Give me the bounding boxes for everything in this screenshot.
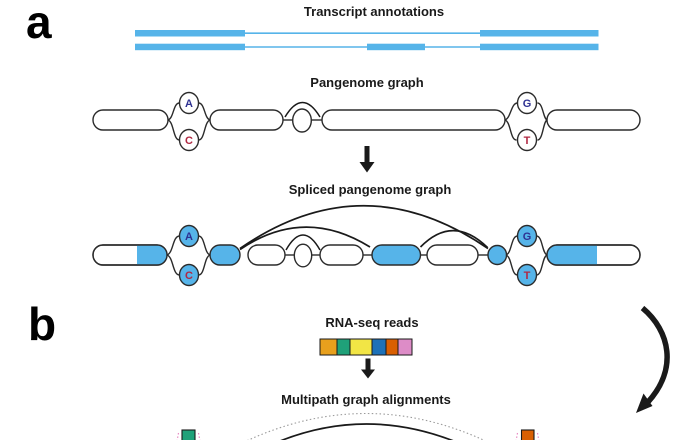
spliced-snp2-edge-top-right (536, 235, 548, 256)
spliced-node-8-outline (546, 244, 641, 266)
splice-arc-right (419, 229, 489, 249)
curved-arrow-head (636, 393, 653, 413)
snp2-edge-bottom-right (537, 119, 548, 141)
transcript-1-exon-2 (480, 30, 599, 37)
read-segment-green (336, 338, 351, 356)
spliced-node-5-exon (371, 244, 422, 266)
snp2-edge-bottom-left (504, 119, 517, 141)
snp1-edge-top-left (167, 102, 180, 121)
deletion-arc (284, 101, 321, 118)
spliced-snp1-edge-top-right (198, 235, 211, 256)
pangenome-graph: A C G T (92, 91, 641, 152)
snp2-edge-top-left (504, 102, 518, 121)
spliced-pangenome-graph-title: Spliced pangenome graph (289, 182, 452, 197)
read-segment-orange (319, 338, 338, 356)
transcript-1-exon-1 (135, 30, 245, 37)
spliced-snp2-allele-t-bubble (516, 263, 538, 287)
snp1-allele-a-label: A (185, 98, 193, 110)
spliced-snp2-allele-g-bubble (516, 224, 538, 248)
spliced-snp1-allele-a-bubble (178, 224, 200, 248)
transcript-2-exon-1 (135, 43, 245, 51)
rna-read-bar (319, 338, 413, 356)
workflow-arrow-2-head (361, 369, 375, 379)
snp1-edge-top-right (198, 102, 211, 121)
spliced-snp2-allele-g-label: G (523, 231, 532, 243)
spliced-snp1-allele-c-bubble (178, 263, 200, 287)
splice-arc-left (239, 226, 371, 251)
panel-b-label: b (28, 298, 56, 350)
snp2-allele-g-label: G (523, 98, 532, 110)
transcript-annotations-title: Transcript annotations (304, 4, 444, 19)
read-segment-pink (397, 338, 413, 356)
snp1-allele-a-bubble (178, 91, 200, 115)
pink-trace-1 (176, 432, 180, 440)
pangenome-node-3 (321, 109, 506, 131)
pangenome-node-2 (209, 109, 284, 131)
workflow-arrow-1 (359, 146, 375, 173)
pink-trace-2 (197, 432, 201, 440)
spliced-deletion-arc (285, 234, 321, 251)
snp1-edge-bottom-right (198, 119, 211, 141)
read-segment-dark-orange (385, 338, 399, 356)
panel-b-curved-arrow (636, 305, 670, 413)
splice-arc-long (239, 205, 489, 250)
snp2-edge-top-right (537, 102, 548, 121)
snp2-allele-g-bubble (516, 91, 538, 115)
read-start-marker-green (181, 429, 196, 440)
spliced-node-3 (247, 244, 286, 266)
snp1-allele-c-label: C (185, 135, 193, 147)
spliced-snp2-edge-top-left (505, 235, 518, 256)
spliced-snp1-allele-a-label: A (185, 231, 193, 243)
alignment-arc-solid (280, 423, 454, 440)
snp1-allele-c-bubble (178, 128, 200, 152)
panel-a-label: a (26, 0, 52, 48)
spliced-snp2-edge-bottom-left (505, 254, 518, 276)
workflow-arrow-2 (361, 358, 375, 379)
spliced-node-4 (319, 244, 364, 266)
insertion-bubble (292, 108, 313, 133)
spliced-snp1-edge-bottom-right (198, 254, 211, 276)
spliced-snp1-allele-c-label: C (185, 270, 193, 282)
multipath-alignment-preview (176, 413, 540, 440)
spliced-node-6 (426, 244, 479, 266)
workflow-arrow-1-head (359, 162, 375, 173)
pangenome-node-1 (92, 109, 169, 131)
pink-trace-4 (536, 432, 540, 440)
transcript-2-exon-3 (480, 43, 599, 51)
read-segment-blue (371, 338, 387, 356)
read-segment-yellow (349, 338, 373, 356)
spliced-snp2-allele-t-label: T (524, 270, 531, 282)
pink-trace-3 (515, 432, 519, 440)
snp1-edge-bottom-left (167, 119, 180, 141)
spliced-snp1-edge-top-left (166, 235, 180, 256)
spliced-node-1-exon-fill (137, 245, 167, 265)
read-end-marker-orange (520, 429, 535, 440)
multipath-graph-alignments-title: Multipath graph alignments (281, 392, 451, 407)
pangenome-graph-title: Pangenome graph (310, 75, 423, 90)
transcript-annotations-track (135, 30, 599, 51)
pangenome-node-4 (546, 109, 641, 131)
rna-seq-reads-title: RNA-seq reads (325, 315, 418, 330)
spliced-node-8-exon-fill (547, 245, 597, 265)
spliced-pangenome-graph: A C G T (92, 205, 641, 287)
snp2-allele-t-label: T (524, 135, 531, 147)
spliced-node-2-exon (209, 244, 241, 266)
alignment-arc-dotted (247, 413, 485, 440)
spliced-node-7-exon (487, 244, 508, 266)
snp2-allele-t-bubble (516, 128, 538, 152)
transcript-2-exon-2 (367, 43, 425, 51)
curved-arrow-shaft (640, 305, 670, 404)
spliced-insertion-bubble (293, 243, 313, 268)
spliced-snp1-edge-bottom-left (166, 254, 180, 276)
spliced-snp2-edge-bottom-right (536, 254, 548, 276)
